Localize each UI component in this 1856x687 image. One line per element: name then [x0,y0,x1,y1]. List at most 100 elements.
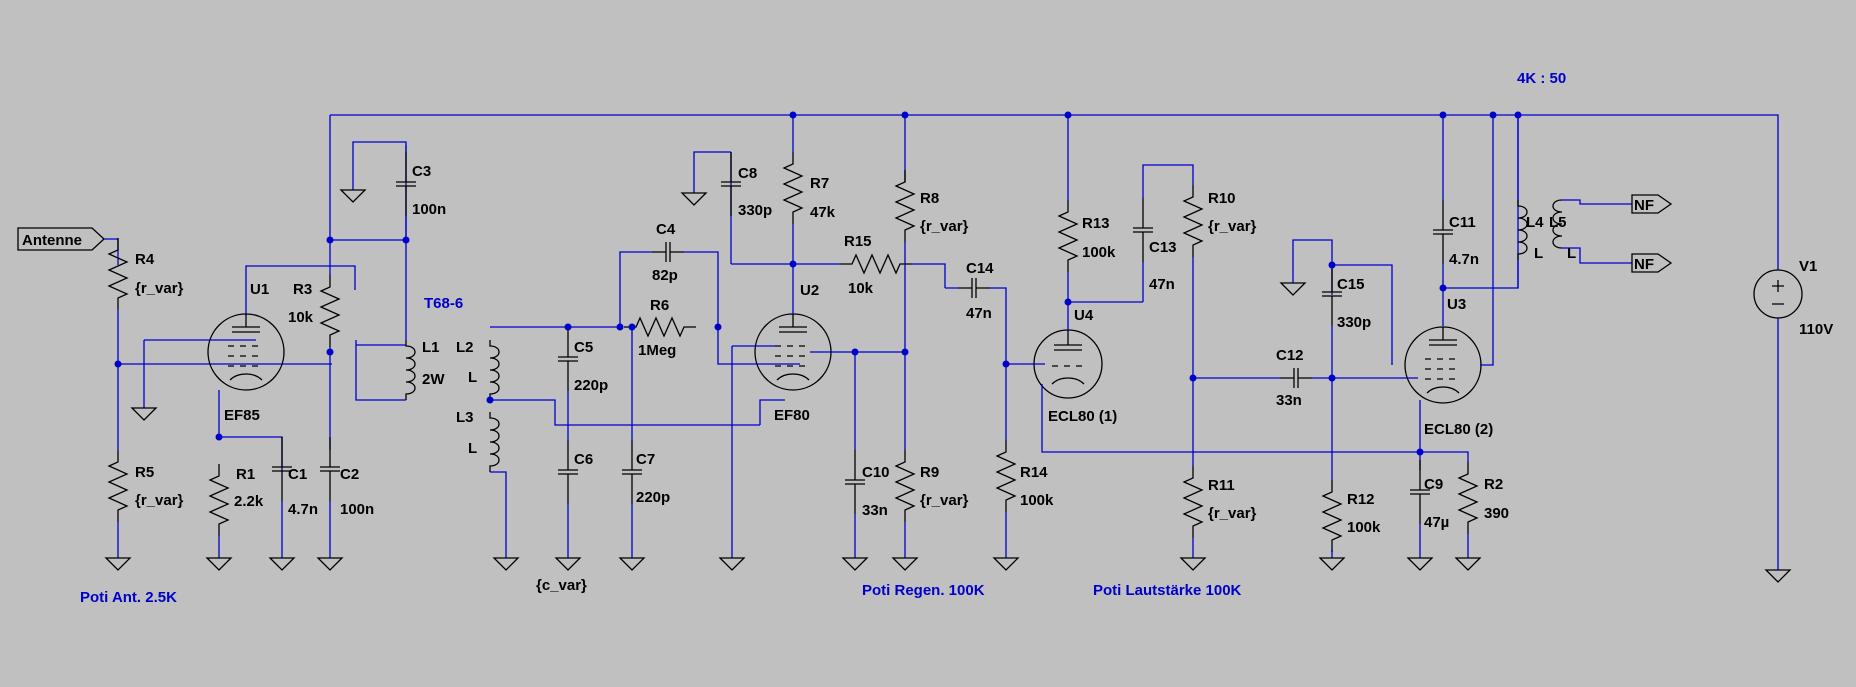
value-c2: 100n [340,501,374,518]
value-c1: 4.7n [288,501,318,518]
label-r1: R1 [236,466,255,483]
note-poti-regen: Poti Regen. 100K [862,582,985,599]
label-r10: R10 [1208,190,1236,207]
note-ratio: 4K : 50 [1517,70,1566,87]
label-r13: R13 [1082,215,1110,232]
label-r7: R7 [810,175,829,192]
value-l4: L [1534,245,1543,262]
label-c3: C3 [412,163,431,180]
output-transformer [1517,115,1673,288]
value-u4: ECL80 (1) [1048,408,1117,425]
label-c7: C7 [636,451,655,468]
label-r11: R11 [1208,477,1235,494]
annotations: T68-6 4K : 50 Poti Ant. 2.5K Poti Regen.… [80,70,1566,606]
label-r12: R12 [1347,491,1375,508]
label-c12: C12 [1276,347,1304,364]
nf-flag-top: NF [1634,197,1654,214]
note-poti-volume: Poti Lautstärke 100K [1093,582,1242,599]
value-r6: 1Meg [638,342,676,359]
label-c4: C4 [656,221,676,238]
label-c14: C14 [966,260,994,277]
label-v1: V1 [1799,258,1817,275]
value-c4: 82p [652,267,678,284]
value-r9: {r_var} [920,492,969,509]
label-u3: U3 [1447,296,1466,313]
label-u1: U1 [250,281,269,298]
regen-pot-network [842,169,918,571]
label-r8: R8 [920,190,939,207]
antenna-flag: Antenne [22,232,82,249]
label-r15: R15 [844,233,872,250]
tube-u1 [131,265,356,571]
value-r4: {r_var} [135,280,184,297]
label-c13: C13 [1149,239,1177,256]
screen-and-coil-network [317,115,417,571]
tank-circuit [489,241,760,571]
label-r14: R14 [1020,464,1048,481]
value-l1: 2W [422,371,445,388]
label-r2: R2 [1484,476,1503,493]
label-u4: U4 [1074,307,1094,324]
label-c9: C9 [1424,476,1443,493]
value-r7: 47k [810,204,836,221]
label-l2: L2 [456,339,474,356]
value-c8: 330p [738,202,772,219]
label-u2: U2 [800,282,819,299]
value-c9: 47µ [1424,514,1449,531]
value-c15: 330p [1337,314,1371,331]
nf-flag-bottom: NF [1634,256,1654,273]
value-r3: 10k [288,309,314,326]
value-u1: EF85 [224,407,260,424]
value-r14: 100k [1020,492,1054,509]
value-c7: 220p [636,489,670,506]
label-l4: L4 [1526,214,1544,231]
value-r1: 2.2k [234,493,264,510]
component-labels: R4 {r_var} R5 {r_var} U1 EF85 R3 10k R1 … [135,163,1833,594]
value-r13: 100k [1082,244,1116,261]
label-c5: C5 [574,339,593,356]
label-r9: R9 [920,464,939,481]
value-l3: L [468,440,477,457]
value-c11: 4.7n [1449,251,1479,268]
label-c11: C11 [1449,214,1476,231]
value-c13: 47n [1149,276,1175,293]
label-r4: R4 [135,251,155,268]
value-c10: 33n [862,502,888,519]
value-l5: L [1567,245,1576,262]
value-r15: 10k [848,280,874,297]
junction-dots [114,111,1522,456]
value-r2: 390 [1484,505,1509,522]
value-l2: L [468,369,477,386]
label-c2: C2 [340,466,359,483]
value-v1: 110V [1799,321,1833,338]
value-r11: {r_var} [1208,505,1257,522]
value-r10: {r_var} [1208,218,1257,235]
label-c6: C6 [574,451,593,468]
value-c5: 220p [574,377,608,394]
label-c8: C8 [738,165,757,182]
label-l1: L1 [422,339,440,356]
label-c1: C1 [288,466,307,483]
value-c6: {c_var} [536,577,587,594]
label-r3: R3 [293,281,312,298]
supply-rail [330,114,1791,583]
label-r6: R6 [650,297,669,314]
label-c15: C15 [1337,276,1365,293]
label-r5: R5 [135,464,154,481]
value-c3: 100n [412,201,446,218]
value-u3: ECL80 (2) [1424,421,1493,438]
label-c10: C10 [862,464,890,481]
value-c14: 47n [966,305,992,322]
label-l5: L5 [1549,214,1567,231]
antenna-input-stage [17,227,332,571]
value-r5: {r_var} [135,492,184,509]
value-u2: EF80 [774,407,810,424]
label-l3: L3 [456,409,474,426]
value-c12: 33n [1276,392,1302,409]
value-r8: {r_var} [920,218,969,235]
supply-source [1753,269,1803,319]
tube-u3 [1404,115,1519,571]
value-r12: 100k [1347,519,1381,536]
grid-network-u3 [1280,239,1393,571]
